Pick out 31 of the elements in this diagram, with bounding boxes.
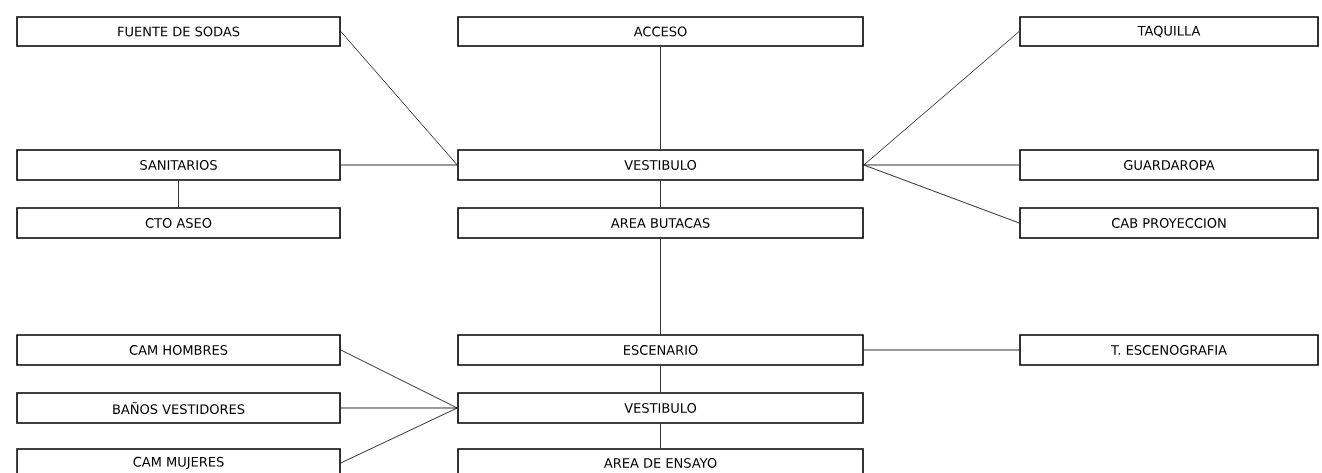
- room-box: ACCESO: [457, 16, 864, 47]
- connector-line: [660, 238, 661, 335]
- room-box: SANITARIOS: [16, 149, 341, 181]
- connector-line: [863, 349, 1020, 351]
- connector-line: [340, 349, 458, 409]
- connector-line: [660, 423, 661, 449]
- connector-line: [340, 164, 458, 166]
- room-box: GUARDAROPA: [1019, 149, 1319, 181]
- connector-line: [660, 46, 661, 150]
- room-box: VESTIBULO: [457, 149, 864, 181]
- connector-line: [340, 407, 458, 409]
- room-box: CAM MUJERES: [16, 448, 341, 473]
- connector-line: [340, 407, 458, 464]
- connector-line: [340, 31, 458, 166]
- connector-line: [660, 180, 661, 208]
- room-box: T. ESCENOGRAFIA: [1019, 334, 1319, 366]
- room-box: CAM HOMBRES: [16, 334, 341, 366]
- room-box: CTO ASEO: [16, 207, 341, 239]
- room-box: BAÑOS VESTIDORES: [16, 392, 341, 424]
- room-box: FUENTE DE SODAS: [16, 16, 341, 47]
- connector-line: [863, 164, 1020, 224]
- connector-line: [863, 31, 1020, 166]
- room-box: TAQUILLA: [1019, 16, 1319, 47]
- connector-line: [660, 365, 661, 393]
- room-box: ESCENARIO: [457, 334, 864, 366]
- room-box: VESTIBULO: [457, 392, 864, 424]
- room-box: CAB PROYECCION: [1019, 207, 1319, 239]
- room-box: AREA BUTACAS: [457, 207, 864, 239]
- room-box: AREA DE ENSAYO: [457, 448, 864, 473]
- connector-line: [178, 180, 179, 208]
- connector-line: [863, 164, 1020, 166]
